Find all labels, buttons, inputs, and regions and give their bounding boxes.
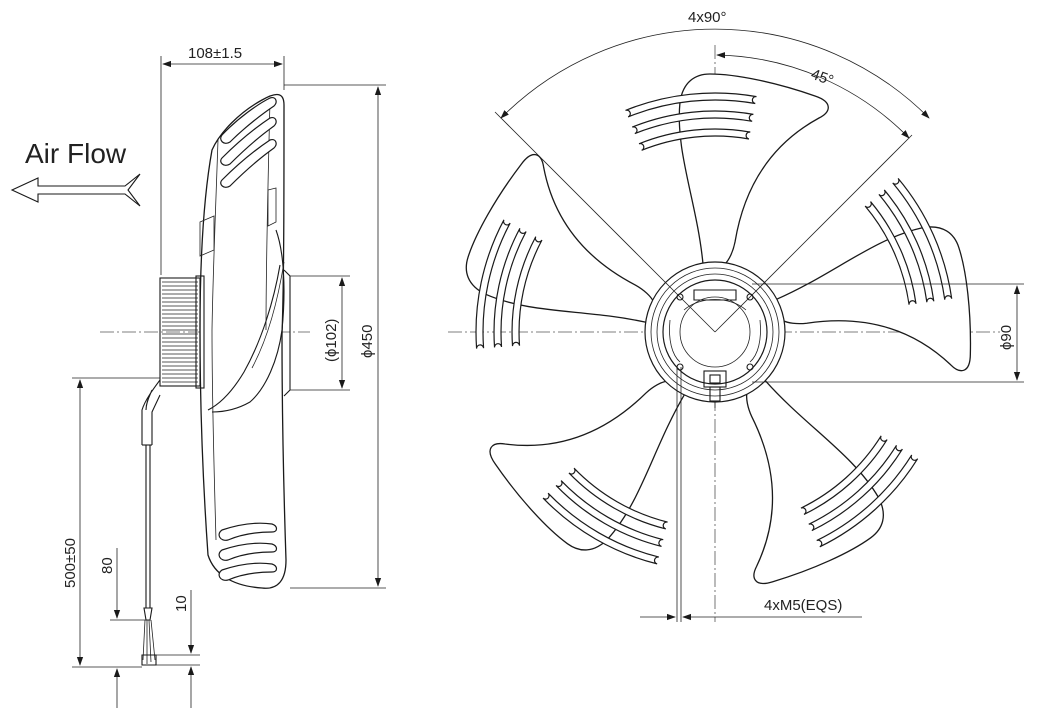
air-flow-label: Air Flow — [25, 138, 127, 169]
dim-tip-length-label: 10 — [173, 595, 190, 612]
dim-outer-diameter-label: ϕ450 — [359, 325, 376, 358]
fan-blade — [465, 154, 655, 349]
dim-bolt-circle: ϕ90 — [752, 283, 1024, 383]
dim-inner-diameter: (ϕ102) — [290, 275, 350, 391]
cable — [141, 379, 161, 666]
blade-side-profile — [199, 93, 291, 589]
air-flow-arrow — [10, 173, 141, 207]
blade-slot — [475, 219, 511, 349]
dim-mount-screws-label: 4xM5(EQS) — [764, 597, 842, 614]
dim-mount-screws: 4xM5(EQS) — [640, 367, 862, 622]
dim-strip-length-label: 80 — [99, 557, 116, 574]
motor-rotor — [159, 275, 205, 389]
blade-slot — [808, 445, 903, 532]
blade-slot — [511, 236, 543, 347]
dim-depth-label: 108±1.5 — [188, 45, 242, 62]
dim-angle-half: 45° — [716, 52, 910, 139]
front-view: 4x90° 45° ϕ90 4xM5(EQS) — [448, 9, 1024, 622]
fan-blade — [746, 379, 919, 585]
dim-strip-length: 80 — [99, 548, 146, 708]
fan-blade — [489, 380, 686, 565]
blade-slot — [800, 435, 888, 516]
dim-angle-half-label: 45° — [809, 66, 836, 90]
dim-outer-diameter: ϕ450 — [284, 84, 386, 589]
dim-tip-length: 10 — [156, 590, 200, 708]
dim-bolt-circle-label: ϕ90 — [998, 325, 1015, 350]
angle-ray-135 — [494, 111, 716, 333]
dim-depth: 108±1.5 — [160, 45, 285, 275]
blade-slot — [864, 201, 917, 305]
fan-blade — [625, 73, 829, 265]
blade-slot — [816, 454, 919, 548]
angle-ray-45 — [714, 134, 913, 333]
dim-inner-diameter-label: (ϕ102) — [323, 319, 340, 362]
side-view: Air Flow — [10, 45, 386, 708]
dim-cable-length: 500±50 — [62, 377, 160, 668]
dim-cable-length-label: 500±50 — [62, 538, 79, 588]
dim-angle-total-label: 4x90° — [688, 9, 727, 26]
fan-blade — [775, 178, 972, 372]
blade-slot — [568, 467, 668, 530]
